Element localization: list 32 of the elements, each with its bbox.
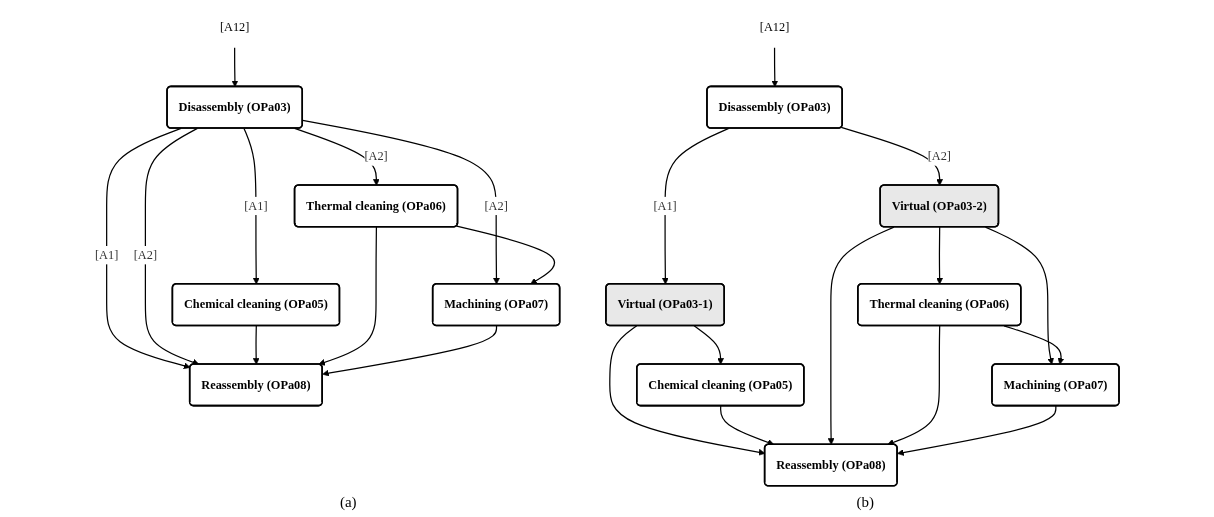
- arrow: [252, 325, 260, 365]
- edge-label: [A1]: [244, 198, 268, 213]
- edge-label: [A2]: [364, 149, 388, 163]
- arrow: [1003, 325, 1065, 365]
- panel-caption: (b): [856, 494, 875, 511]
- arrow: [318, 226, 378, 366]
- arrow: [827, 226, 895, 445]
- edge-label: [A1]: [653, 198, 677, 213]
- arrow: [897, 405, 1057, 456]
- arrow: [294, 127, 380, 186]
- arrow: [771, 47, 779, 88]
- arrow: [302, 119, 500, 285]
- arrow: [456, 225, 556, 285]
- arrow: [144, 127, 200, 366]
- arrow: [243, 127, 260, 285]
- arrow: [720, 405, 775, 446]
- arrow: [840, 126, 943, 186]
- arrow: [231, 47, 239, 88]
- arrow: [322, 325, 498, 377]
- panel-caption: (a): [339, 494, 357, 511]
- edge-label: [A2]: [927, 149, 951, 163]
- edge-label: [A2]: [133, 248, 158, 262]
- arrow: [936, 226, 943, 285]
- node-text: [A12]: [759, 20, 790, 34]
- node-text: [A12]: [219, 20, 250, 34]
- edge-label: [A1]: [95, 248, 119, 262]
- edge-label: [A2]: [484, 198, 508, 213]
- arrow: [887, 325, 941, 446]
- arrow: [693, 325, 724, 365]
- arrow: [984, 226, 1054, 365]
- arrow: [106, 127, 191, 370]
- arrow: [661, 127, 730, 285]
